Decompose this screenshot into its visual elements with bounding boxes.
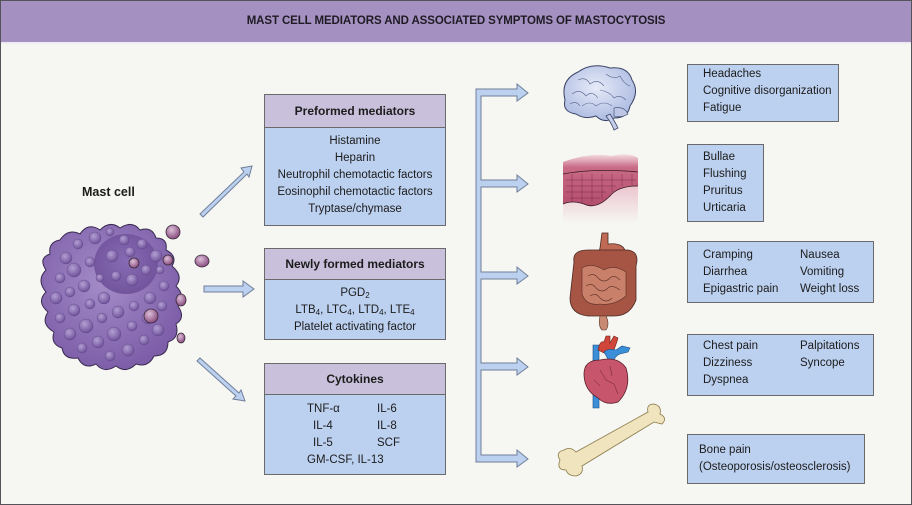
cytokine-item: IL-4 <box>313 420 333 432</box>
symptom-item: Fatigue <box>703 102 742 114</box>
mediator-item: Tryptase/chymase <box>308 203 402 215</box>
ltb-subscript: 4 <box>315 308 321 317</box>
cytokine-item: IL-6 <box>377 403 397 415</box>
cytokines-list: TNF-α IL-4 IL-5 IL-6 IL-8 SCF GM-CSF, IL… <box>265 395 445 469</box>
gi-symptoms-col-1: Cramping Diarrhea Epigastric pain <box>703 247 800 298</box>
symptom-item: Cramping <box>703 249 753 261</box>
pgd-base: PGD <box>340 287 366 299</box>
bone-symptoms-box: Bone pain (Osteoporosis/osteosclerosis) <box>687 434 865 484</box>
cytokines-col-2: IL-6 IL-8 SCF <box>377 401 400 452</box>
symptom-item: Nausea <box>800 249 840 261</box>
preformed-mediators-box: Preformed mediators Histamine Heparin Ne… <box>264 94 446 226</box>
mediator-item: Platelet activating factor <box>293 321 417 333</box>
skin-symptoms-box: Bullae Flushing Pruritus Urticaria <box>687 144 764 222</box>
skin-icon <box>562 154 639 223</box>
symptom-item: Headaches <box>703 68 762 80</box>
cardio-symptoms-box: Chest pain Dizziness Dyspnea Palpitation… <box>687 334 874 396</box>
gi-symptoms-col-2: Nausea Vomiting Weight loss <box>800 247 859 298</box>
ltc-base: LTC <box>326 304 348 316</box>
cytokine-item: IL-8 <box>377 420 397 432</box>
symptom-item: Palpitations <box>800 340 860 352</box>
ltc-subscript: 4 <box>347 308 352 317</box>
mediator-item-leukotrienes: LTB4, LTC4, LTD4, LTE4 <box>295 304 415 317</box>
neuro-symptoms-box: Headaches Cognitive disorganization Fati… <box>687 64 839 122</box>
lte-base: LTE <box>389 304 411 316</box>
symptom-item: Pruritus <box>703 185 743 197</box>
mediator-item-pgd2: PGD2 <box>265 285 445 302</box>
heart-icon <box>583 335 631 409</box>
symptom-item: Diarrhea <box>703 266 748 278</box>
cytokine-item: SCF <box>377 437 400 449</box>
cardio-symptoms-col-2: Palpitations Syncope <box>800 338 859 372</box>
mediator-item: Eosinophil chemotactic factors <box>277 186 433 198</box>
newly-formed-mediators-box: Newly formed mediators PGD2 LTB4, LTC4, … <box>264 248 446 340</box>
newly-formed-mediators-title: Newly formed mediators <box>265 249 445 280</box>
ltb-base: LTB <box>295 304 316 316</box>
symptom-item: Cognitive disorganization <box>703 85 832 97</box>
symptom-item: Epigastric pain <box>703 283 779 295</box>
cytokine-item: GM-CSF, IL-13 <box>307 454 384 466</box>
preformed-mediators-title: Preformed mediators <box>265 95 445 128</box>
ltd-base: LTD <box>358 304 380 316</box>
symptom-item: Dyspnea <box>703 374 749 386</box>
figure-title: MAST CELL MEDIATORS AND ASSOCIATED SYMPT… <box>246 15 666 27</box>
mast-cell-label: Mast cell <box>82 185 135 199</box>
cytokines-title: Cytokines <box>265 364 445 395</box>
mast-cell-released-granules <box>128 224 210 344</box>
symptom-item: Flushing <box>703 168 747 180</box>
arrow-to-newly-formed <box>203 280 255 298</box>
pgd-subscript: 2 <box>365 291 370 300</box>
mast-cell-illustration <box>40 224 210 370</box>
symptom-item: Weight loss <box>800 283 860 295</box>
organ-arrows <box>475 82 529 468</box>
mediator-item: Heparin <box>334 152 376 164</box>
ltd-subscript: 4 <box>379 308 384 317</box>
symptom-item: Syncope <box>800 357 845 369</box>
mediator-item: Histamine <box>329 135 381 147</box>
symptom-item: Urticaria <box>703 202 746 214</box>
newly-formed-mediators-list: PGD2 LTB4, LTC4, LTD4, LTE4 Platelet act… <box>265 280 445 336</box>
symptom-item: Vomiting <box>800 266 845 278</box>
gut-icon <box>569 232 638 331</box>
arrow-to-cytokines <box>196 357 246 402</box>
symptom-item: Bullae <box>703 151 735 163</box>
brain-icon <box>563 65 636 131</box>
cytokines-box: Cytokines TNF-α IL-4 IL-5 IL-6 IL-8 SCF … <box>264 363 446 475</box>
bone-icon <box>557 403 665 477</box>
mediator-item: Neutrophil chemotactic factors <box>277 169 433 181</box>
symptom-item: Chest pain <box>703 340 758 352</box>
organ-branch-connector <box>475 82 529 468</box>
cardio-symptoms-col-1: Chest pain Dizziness Dyspnea <box>703 338 800 389</box>
arrow-to-preformed <box>199 165 253 218</box>
cytokines-col-1: TNF-α IL-4 IL-5 <box>307 401 377 452</box>
symptom-item: Bone pain <box>699 444 751 456</box>
mediator-arrows <box>196 165 255 402</box>
preformed-mediators-list: Histamine Heparin Neutrophil chemotactic… <box>265 128 445 218</box>
symptom-item: Dizziness <box>703 357 753 369</box>
cytokine-item: IL-5 <box>313 437 333 449</box>
cytokine-item: TNF-α <box>307 403 340 415</box>
figure-header: MAST CELL MEDIATORS AND ASSOCIATED SYMPT… <box>1 1 911 44</box>
gi-symptoms-box: Cramping Diarrhea Epigastric pain Nausea… <box>687 241 874 303</box>
symptom-item: (Osteoporosis/osteosclerosis) <box>699 461 851 473</box>
lte-subscript: 4 <box>410 308 415 317</box>
